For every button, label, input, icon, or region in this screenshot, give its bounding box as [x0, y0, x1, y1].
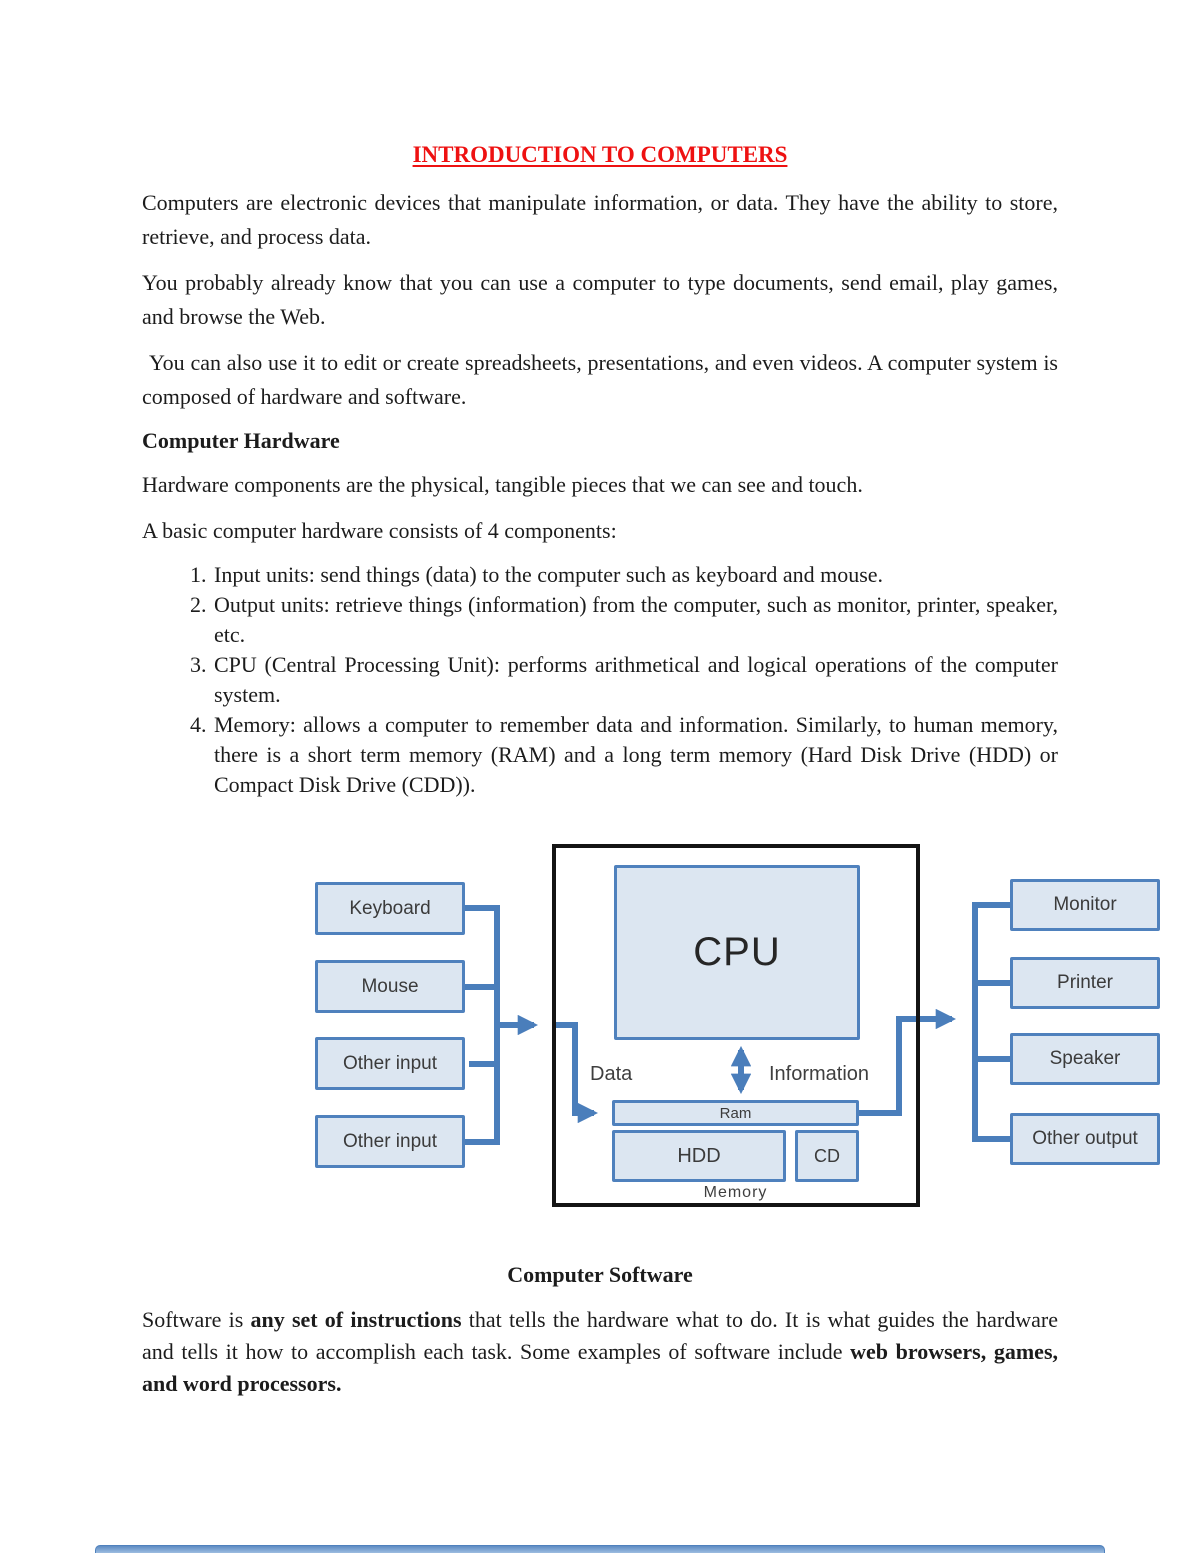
software-bold-segment-2: web browsers, games, and word processors…	[142, 1339, 1059, 1396]
diagram-connector-lines	[462, 902, 1010, 1145]
diagram-box-cpu: CPU	[614, 865, 860, 1040]
software-text-segment: Software is	[142, 1307, 251, 1332]
list-item-output-units: Output units: retrieve things (informati…	[212, 590, 1058, 650]
hardware-diagram: Keyboard Mouse Other input Other input C…	[142, 837, 1200, 1222]
memory-label: Memory	[703, 1184, 768, 1201]
diagram-box-other-input-2: Other input	[315, 1115, 465, 1168]
diagram-box-other-output: Other output	[1010, 1113, 1160, 1165]
diagram-box-cd: CD	[795, 1130, 859, 1182]
diagram-box-monitor: Monitor	[1010, 879, 1160, 931]
hardware-intro-1: Hardware components are the physical, ta…	[142, 472, 863, 497]
intro-paragraph-3: You can also use it to edit or create sp…	[142, 350, 1058, 409]
hardware-heading: Computer Hardware	[142, 428, 340, 453]
list-item-memory: Memory: allows a computer to remember da…	[212, 710, 1058, 800]
list-item-input-units: Input units: send things (data) to the c…	[212, 560, 1058, 590]
software-paragraph: Software is any set of instructions that…	[142, 1304, 1058, 1400]
diagram-box-mouse: Mouse	[315, 960, 465, 1013]
page-bottom-bar	[95, 1545, 1105, 1553]
diagram-box-other-input-1: Other input	[315, 1037, 465, 1090]
diagram-box-speaker: Speaker	[1010, 1033, 1160, 1085]
information-label: Information	[769, 1063, 870, 1085]
software-bold-segment-1: any set of instructions	[250, 1307, 462, 1332]
intro-paragraph-1: Computers are electronic devices that ma…	[142, 190, 1058, 249]
intro-paragraph-2: You probably already know that you can u…	[142, 270, 1058, 329]
hardware-components-list: Input units: send things (data) to the c…	[142, 560, 1058, 800]
diagram-box-printer: Printer	[1010, 957, 1160, 1009]
diagram-box-keyboard: Keyboard	[315, 882, 465, 935]
software-text-segment-2: that tells the hardware what to do. It i…	[142, 1307, 1058, 1364]
document-body: INTRODUCTION TO COMPUTERS Computers are …	[142, 0, 1160, 1400]
page-title: INTRODUCTION TO COMPUTERS	[412, 142, 788, 167]
system-unit-outline	[552, 844, 920, 1207]
hardware-intro-2: A basic computer hardware consists of 4 …	[142, 518, 617, 543]
software-heading: Computer Software	[507, 1262, 693, 1287]
list-item-cpu: CPU (Central Processing Unit): performs …	[212, 650, 1058, 710]
diagram-box-ram: Ram	[612, 1100, 859, 1126]
data-label: Data	[590, 1063, 633, 1085]
diagram-box-hdd: HDD	[612, 1130, 786, 1182]
